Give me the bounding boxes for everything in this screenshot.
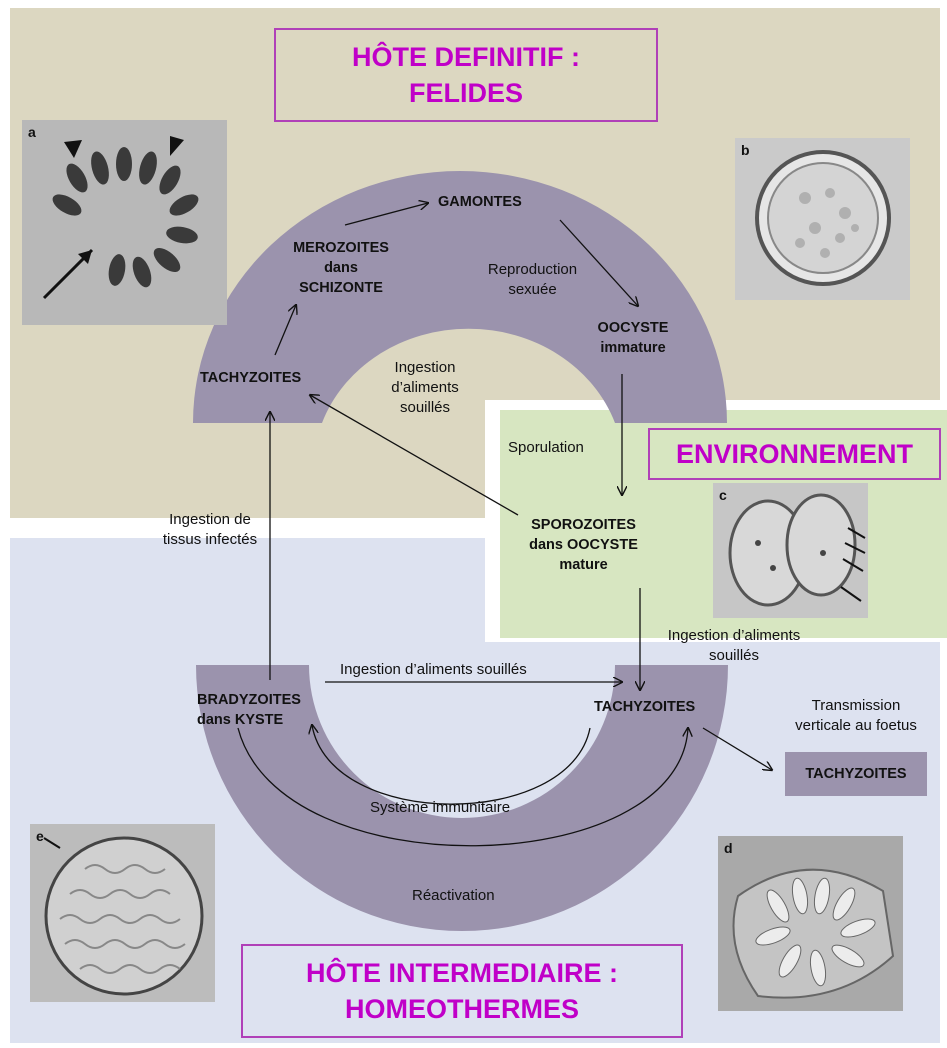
photo-letter-d: d bbox=[724, 840, 733, 856]
micrograph-c: c bbox=[713, 483, 868, 618]
environment-title-text: ENVIRONNEMENT bbox=[676, 436, 913, 472]
label-sporulation: Sporulation bbox=[508, 438, 584, 458]
photo-letter-c: c bbox=[719, 487, 727, 503]
stage-gamontes: GAMONTES bbox=[438, 192, 522, 212]
stage-bradyzoites: BRADYZOITES dans KYSTE bbox=[197, 690, 332, 730]
photo-letter-e: e bbox=[36, 828, 44, 844]
label-ingestion-center: Ingestion d’aliments souillés bbox=[370, 358, 480, 418]
sporulated-oocyst-image bbox=[713, 483, 868, 618]
stage-oocyste-immature: OOCYSTE immature bbox=[593, 318, 673, 358]
intermediate-schizonte-image bbox=[718, 836, 903, 1011]
label-reactivation: Réactivation bbox=[412, 886, 495, 906]
tissue-cyst-image bbox=[30, 824, 215, 1002]
label-systeme-immunitaire: Système immunitaire bbox=[370, 798, 510, 818]
oocyst-image bbox=[735, 138, 910, 300]
micrograph-d: d bbox=[718, 836, 903, 1011]
stage-tachyzoites-bottom: TACHYZOITES bbox=[594, 697, 695, 717]
photo-letter-a: a bbox=[28, 124, 36, 140]
label-ingestion-tissus: Ingestion de tissus infectés bbox=[135, 510, 285, 550]
label-reproduction: Reproduction sexuée bbox=[470, 260, 595, 300]
intermediate-host-title-line2: HOMEOTHERMES bbox=[345, 991, 579, 1027]
definitive-host-title-line2: FELIDES bbox=[409, 75, 523, 111]
stage-merozoites: MEROZOITES dans SCHIZONTE bbox=[286, 238, 396, 298]
photo-letter-b: b bbox=[741, 142, 750, 158]
intermediate-host-title: HÔTE INTERMEDIAIRE : HOMEOTHERMES bbox=[241, 944, 683, 1038]
stage-sporozoites: SPOROZOITES dans OOCYSTE mature bbox=[516, 515, 651, 575]
micrograph-e: e bbox=[30, 824, 215, 1002]
micrograph-a: a bbox=[22, 120, 227, 325]
label-transmission: Transmission verticale au foetus bbox=[772, 696, 940, 736]
micrograph-b: b bbox=[735, 138, 910, 300]
stage-tachyzoites-foetus: TACHYZOITES bbox=[785, 752, 927, 796]
definitive-host-title: HÔTE DEFINITIF : FELIDES bbox=[274, 28, 658, 122]
stage-tachyzoites-top: TACHYZOITES bbox=[200, 368, 301, 388]
label-ingestion-right: Ingestion d’aliments souillés bbox=[644, 626, 824, 666]
environment-title: ENVIRONNEMENT bbox=[648, 428, 941, 480]
definitive-host-title-line1: HÔTE DEFINITIF : bbox=[352, 39, 580, 75]
schizonte-image bbox=[22, 120, 227, 325]
label-ingestion-bottom: Ingestion d’aliments souillés bbox=[340, 660, 527, 680]
intermediate-host-title-line1: HÔTE INTERMEDIAIRE : bbox=[306, 955, 618, 991]
